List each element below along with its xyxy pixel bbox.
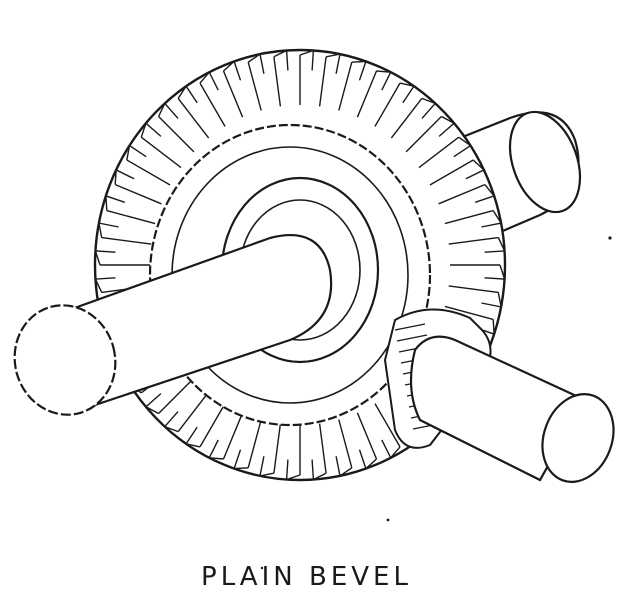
gear-tooth-edge (157, 102, 179, 119)
gear-tooth-edge (335, 456, 353, 478)
gear-tooth-edge (481, 210, 503, 228)
pinion-tooth (394, 323, 426, 331)
gear-tooth (374, 403, 401, 448)
gear-tooth-edge (199, 70, 219, 91)
gear-tooth (448, 236, 499, 245)
gear-tooth-edge (233, 449, 249, 470)
gear-tooth (356, 70, 378, 118)
gear-tooth-edge (311, 459, 327, 481)
gear-tooth (222, 412, 244, 460)
gear-tooth (247, 419, 262, 468)
gear-tooth (177, 391, 210, 433)
gear-tooth-edge (325, 53, 341, 74)
gear-tooth (273, 56, 282, 107)
gear-tooth-edge (247, 52, 265, 74)
gear-tooth (438, 183, 486, 205)
scan-specks (260, 236, 612, 570)
gear-tooth (356, 412, 378, 460)
gear-tooth-edge (223, 60, 242, 81)
pinion-shaft (409, 335, 615, 483)
gear-tooth-edge (177, 84, 198, 104)
gear-tooth (273, 423, 282, 474)
gear-tooth (444, 209, 494, 225)
gear-tooth-edge (381, 439, 401, 460)
gear-tooth (126, 159, 171, 186)
gear-tooth-edge (453, 136, 472, 158)
gear-tooth-edge (481, 292, 502, 308)
gear-tooth-edge (484, 237, 506, 253)
gear-tooth (338, 62, 353, 111)
gear-tooth (338, 419, 353, 468)
gear-tooth-edge (94, 250, 116, 266)
gear-tooth (448, 285, 499, 294)
gear-tooth (318, 56, 327, 107)
gear-tooth-edge (144, 393, 162, 415)
gear-tooth (106, 209, 156, 225)
gear-tooth-edge (259, 456, 275, 477)
gear-tooth-edge (421, 97, 437, 119)
gear-tooth (222, 70, 244, 118)
gear-tooth-edge (114, 168, 135, 185)
gear-tooth (140, 136, 182, 169)
gear-tooth-edge (94, 277, 116, 293)
gear-tooth-edge (163, 411, 179, 433)
gear-tooth-edge (105, 194, 126, 211)
gear-tooth-edge (376, 70, 392, 91)
main-shaft (13, 234, 333, 416)
gear-tooth (199, 82, 226, 127)
gear-tooth (247, 62, 262, 111)
gear-tooth-edge (484, 264, 506, 280)
gear-tooth-edge (184, 426, 201, 448)
gear-tooth (158, 116, 195, 153)
gear-tooth (390, 97, 423, 139)
gear-tooth (114, 183, 162, 205)
gear-tooth-edge (140, 121, 162, 138)
diagram-caption: PLAIN BEVEL (201, 562, 412, 592)
gear-tooth (318, 423, 327, 474)
gear-tooth-edge (358, 449, 377, 470)
gear-tooth-edge (273, 49, 289, 71)
gear-tooth-edge (438, 115, 456, 137)
gear-tooth (418, 136, 460, 169)
gear-tooth (177, 97, 210, 139)
gear-tooth (374, 82, 401, 127)
gear-tooth (429, 159, 474, 186)
gear-tooth-edge (208, 439, 224, 460)
gear-tooth-edge (351, 60, 367, 81)
gear-tooth (158, 377, 195, 414)
gear-tooth (101, 236, 152, 245)
gear-tooth (405, 116, 442, 153)
gear-tooth-edge (465, 159, 486, 180)
gear-tooth (199, 403, 226, 448)
gear-tooth-edge (98, 222, 119, 238)
gear-tooth (444, 305, 494, 321)
gear-tooth-edge (299, 49, 315, 71)
gear-tooth-edge (285, 459, 301, 481)
pinion-tooth (396, 334, 428, 342)
gear-tooth-edge (126, 144, 147, 161)
gear-tooth-edge (474, 184, 496, 203)
gear-tooth-edge (399, 82, 416, 104)
